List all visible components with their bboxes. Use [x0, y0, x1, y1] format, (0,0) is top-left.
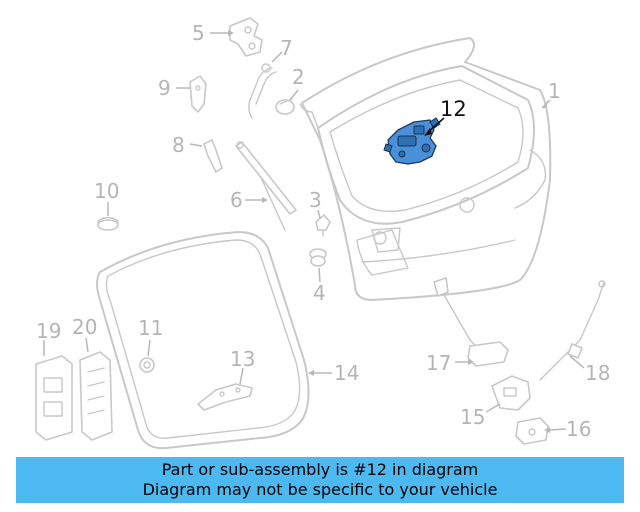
callout-15: 15 — [460, 405, 485, 429]
part-3-clip — [315, 214, 331, 237]
callout-5: 5 — [192, 21, 205, 45]
callout-9: 9 — [158, 76, 171, 100]
leader-lines — [43, 30, 585, 433]
info-banner: Part or sub-assembly is #12 in diagram D… — [16, 457, 624, 503]
part-16-bracket — [515, 417, 549, 445]
callout-19: 19 — [36, 319, 61, 343]
callout-18: 18 — [585, 361, 610, 385]
callout-13: 13 — [230, 347, 255, 371]
callout-20: 20 — [72, 315, 97, 339]
callout-14: 14 — [334, 361, 359, 385]
callout-4: 4 — [313, 281, 326, 305]
part-18-cable — [539, 280, 606, 381]
part-6-lift-strut — [235, 141, 297, 231]
parts-diagram: 1 2 3 4 5 6 7 8 9 10 11 12 13 14 15 16 1… — [35, 17, 610, 450]
callout-2: 2 — [292, 65, 305, 89]
callout-3: 3 — [309, 188, 322, 212]
part-9-hinge-bracket — [189, 75, 207, 113]
banner-line-2: Diagram may not be specific to your vehi… — [142, 480, 498, 499]
callout-7: 7 — [280, 36, 293, 60]
part-13-striker — [197, 383, 253, 411]
callout-labels: 1 2 3 4 5 6 7 8 9 10 11 12 13 14 15 16 1… — [36, 21, 610, 441]
part-20-trim-panel — [79, 351, 113, 441]
part-15-latch — [491, 375, 531, 411]
callout-6: 6 — [230, 188, 243, 212]
callout-1: 1 — [548, 79, 561, 103]
part-2-bump-stop — [275, 98, 295, 115]
callout-10: 10 — [94, 179, 119, 203]
part-10-plug — [97, 216, 119, 231]
callout-16: 16 — [566, 417, 591, 441]
part-4-grommet — [309, 248, 327, 267]
callout-17: 17 — [426, 351, 451, 375]
part-11-plug — [139, 357, 155, 373]
part-1-liftgate — [299, 37, 552, 301]
part-12-actuator-highlighted — [383, 117, 441, 165]
part-14-weatherstrip — [96, 231, 310, 450]
banner-line-1: Part or sub-assembly is #12 in diagram — [161, 460, 479, 479]
part-19-trim-panel — [35, 355, 73, 441]
callout-11: 11 — [138, 316, 163, 340]
part-5-hinge — [229, 17, 263, 57]
part-8-bracket — [203, 139, 223, 173]
part-7-strut-upper — [248, 63, 277, 119]
callout-12: 12 — [440, 97, 467, 121]
callout-8: 8 — [172, 133, 185, 157]
callout-12-leader — [424, 117, 445, 136]
part-17-release-handle — [433, 277, 509, 367]
